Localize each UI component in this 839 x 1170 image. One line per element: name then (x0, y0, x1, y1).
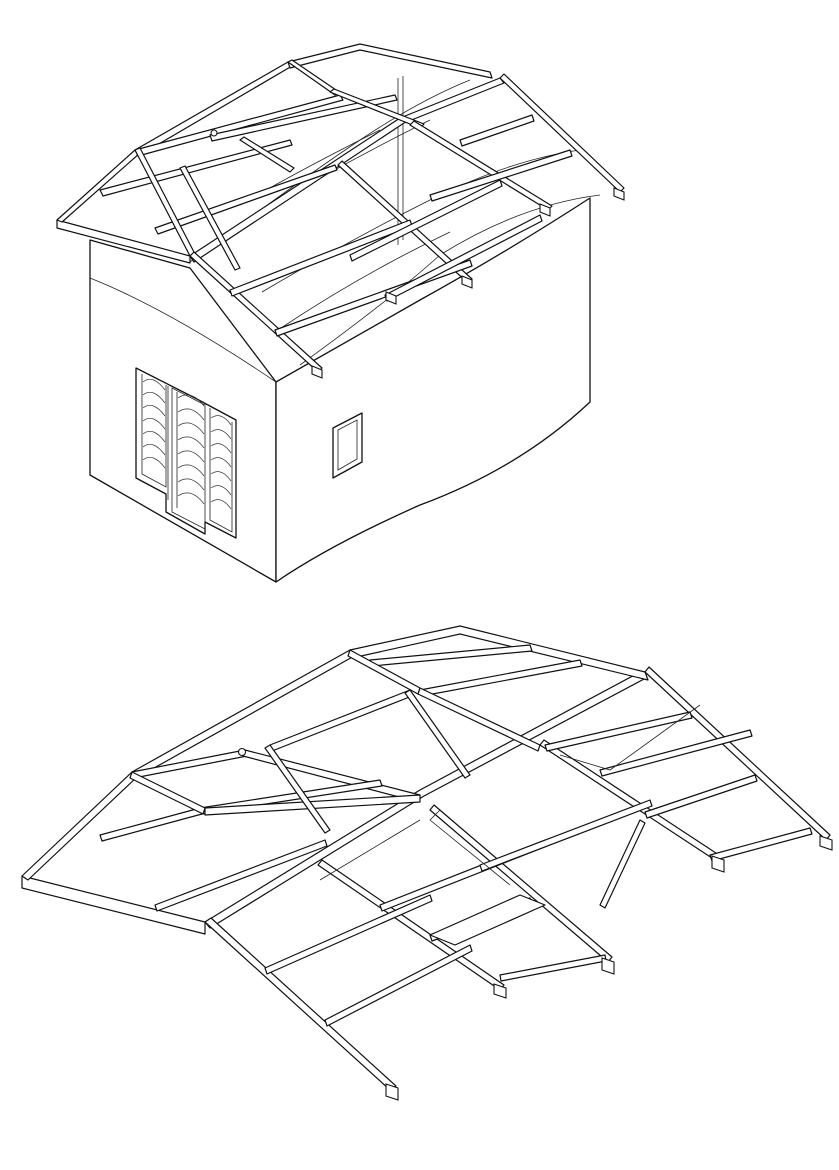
frame-inner-glazing-2 (319, 819, 421, 881)
frame-left-cross-4 (417, 687, 541, 752)
frame-joint-peg (237, 747, 247, 757)
frame-right-purlin-1 (264, 894, 433, 975)
frame-end-cap-2 (493, 983, 507, 999)
house-right-wall (275, 197, 591, 583)
frame-right-rafter-5 (644, 666, 831, 841)
frame-right-purlin-7 (599, 729, 753, 777)
frame-right-purlin-12 (429, 894, 546, 946)
frame-left-purlin-6 (269, 689, 413, 752)
frame-right-glazing (559, 704, 701, 771)
house-left-wall (89, 239, 277, 583)
frame-left-purlin-5 (154, 839, 328, 912)
frame-left-gable-rafter (21, 771, 139, 881)
frame-right-purlin-10 (544, 711, 693, 752)
frame-right-purlin-11 (599, 819, 646, 909)
frame-right-rafter-1 (204, 917, 397, 1091)
frame-right-purlin-2 (324, 944, 473, 1027)
house-double-door (135, 367, 237, 539)
frame-inner-glazing-1 (429, 809, 511, 886)
house-view (56, 43, 625, 583)
frame-end-cap-4 (711, 855, 725, 873)
frame-end-cap-1 (385, 1083, 399, 1101)
frame-right-rafter-3 (429, 804, 613, 963)
frame-left-purlin-8 (419, 659, 583, 697)
frame-left-eave-beam (21, 875, 206, 935)
house-roof-frame (56, 43, 625, 379)
frame-right-purlin-9 (709, 827, 813, 862)
frame-end-cap-5 (819, 835, 833, 851)
house-small-window (332, 412, 363, 479)
frame-left-cross-1 (129, 771, 206, 815)
frame-left-cross-5 (264, 744, 331, 834)
frame-left-purlin-3 (99, 807, 203, 842)
roof-frame-view (21, 625, 833, 1101)
frame-right-purlin-5 (479, 799, 653, 872)
frame-end-cap-3 (601, 957, 615, 975)
frame-left-upper-rafter (131, 649, 357, 778)
frame-right-purlin-6 (499, 954, 607, 982)
door-glazing-arcs (142, 379, 232, 510)
frame-right-purlin-8 (644, 774, 758, 819)
frame-left-cross-6 (404, 689, 471, 779)
